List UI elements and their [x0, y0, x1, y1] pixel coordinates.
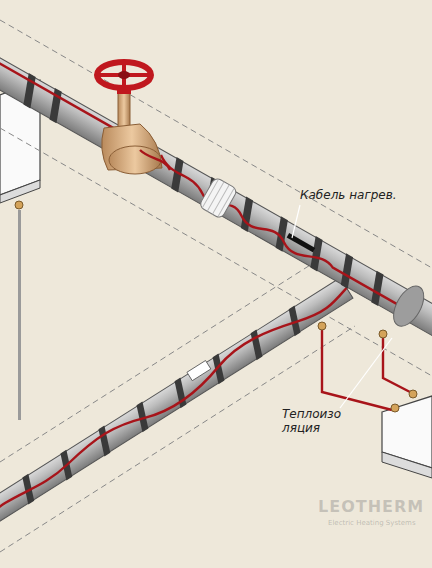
- watermark: Electric Heating Systems: [328, 519, 432, 528]
- branch-pipe: [0, 276, 354, 529]
- main-pipe: [0, 45, 432, 350]
- valve: [97, 62, 170, 174]
- leader-line: [292, 205, 392, 408]
- junction-box: [318, 322, 432, 478]
- watermark: LEOTHERM: [318, 500, 432, 514]
- callout-label: Кабель нагрев.: [300, 188, 410, 202]
- junction-box: [0, 80, 40, 420]
- callout-label: Теплоизо ляция: [282, 407, 352, 435]
